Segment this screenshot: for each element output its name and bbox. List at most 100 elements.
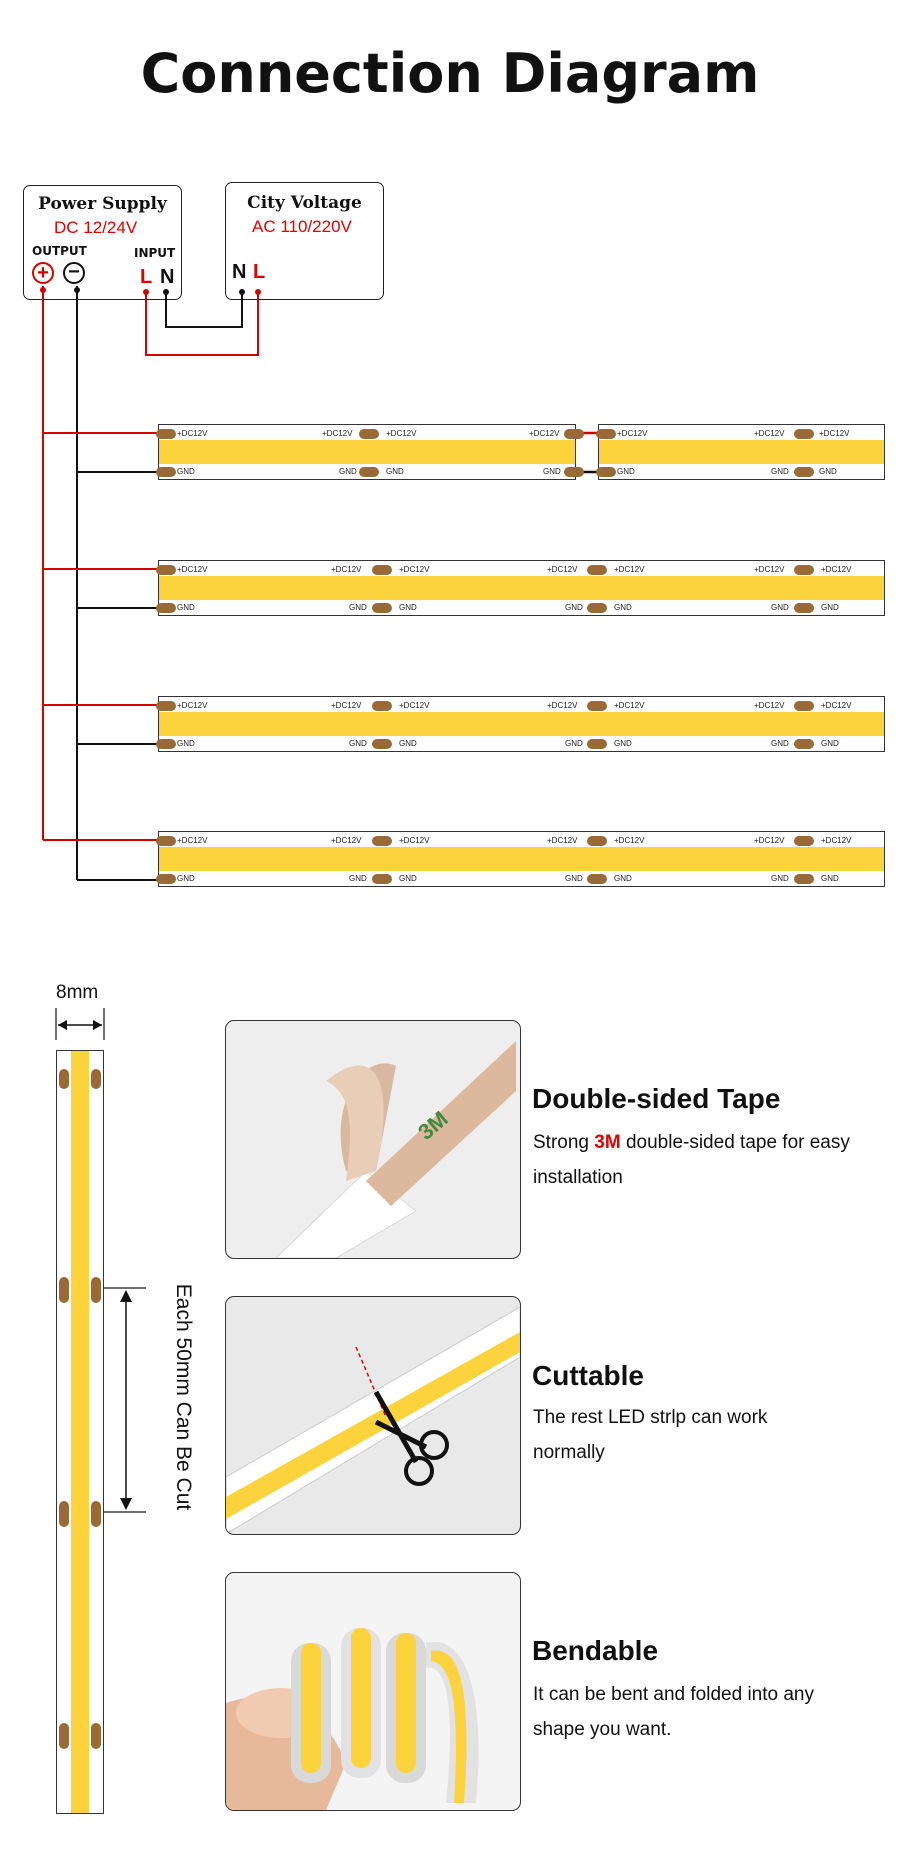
strip-label-ground: GND (349, 603, 367, 612)
solder-pad (372, 565, 392, 575)
strip-label-positive: +DC12V (177, 836, 208, 845)
solder-pad (587, 874, 607, 884)
strip-label-positive: +DC12V (331, 836, 362, 845)
positive-terminal-sign: + (37, 262, 49, 284)
strip-label-ground: GND (399, 874, 417, 883)
terminal-dot (143, 289, 149, 295)
terminal-dot (255, 289, 261, 295)
strip-label-ground: GND (565, 739, 583, 748)
solder-pad (587, 739, 607, 749)
feature-title-bendable: Bendable (532, 1635, 659, 1666)
strip-label-positive: +DC12V (331, 701, 362, 710)
feature-desc-tape-suffix: double-sided tape for easy installation (533, 1132, 850, 1188)
city-n-label: N (232, 261, 247, 283)
solder-pad (587, 603, 607, 613)
city-voltage-value: AC 110/220V (252, 217, 352, 236)
solder-pad (596, 429, 616, 439)
solder-pad (59, 1277, 69, 1303)
strip-label-ground: GND (399, 603, 417, 612)
strip-label-positive: +DC12V (331, 565, 362, 574)
strip-label-ground: GND (177, 467, 195, 476)
solder-pad (156, 565, 176, 575)
feature-desc-tape-highlight: 3M (594, 1132, 621, 1153)
strip-label-ground: GND (614, 603, 632, 612)
solder-pad (156, 603, 176, 613)
led-strip: +DC12V GND +DC12V +DC12V GND GND +DC12V … (156, 696, 885, 752)
solder-pad (156, 874, 176, 884)
led-strip: +DC12V GND +DC12V +DC12V GND GND +DC12V … (156, 831, 885, 887)
solder-pad (372, 603, 392, 613)
solder-pad (156, 429, 176, 439)
negative-terminal-sign: − (68, 261, 80, 283)
strip-label-ground: GND (399, 739, 417, 748)
strip-label-positive: +DC12V (547, 836, 578, 845)
strip-label-positive: +DC12V (547, 701, 578, 710)
solder-pad (91, 1723, 101, 1749)
feature-title-tape: Double-sided Tape (532, 1083, 781, 1114)
solder-pad (587, 836, 607, 846)
strip-label-positive: +DC12V (399, 701, 430, 710)
solder-pad (156, 467, 176, 477)
strip-label-positive: +DC12V (529, 429, 560, 438)
solder-pad (794, 467, 814, 477)
strip-label-positive: +DC12V (177, 701, 208, 710)
strip-label-positive: +DC12V (399, 836, 430, 845)
solder-pad (794, 874, 814, 884)
city-l-label: L (253, 261, 266, 283)
solder-pad (91, 1501, 101, 1527)
city-voltage-title: City Voltage (247, 193, 362, 213)
solder-pad (587, 565, 607, 575)
solder-pad (596, 467, 616, 477)
tape-illustration: 3M (275, 1041, 516, 1258)
terminal-dot (239, 289, 245, 295)
solder-pad (359, 467, 379, 477)
solder-pad (794, 739, 814, 749)
solder-pad (794, 701, 814, 711)
strip-label-positive: +DC12V (754, 565, 785, 574)
bend-illustration (226, 1628, 479, 1810)
strip-label-positive: +DC12V (614, 836, 645, 845)
strip-label-positive: +DC12V (821, 836, 852, 845)
wiring-diagram (40, 286, 605, 881)
solder-pad (91, 1069, 101, 1089)
strip-label-ground: GND (614, 739, 632, 748)
led-strip-segment: +DC12V GND +DC12V +DC12V GND GND +DC12V … (156, 424, 584, 480)
strip-label-ground: GND (177, 739, 195, 748)
solder-pad (372, 739, 392, 749)
strip-label-positive: +DC12V (177, 565, 208, 574)
led-strip: +DC12V GND +DC12V +DC12V GND GND +DC12V … (156, 560, 885, 616)
strip-label-ground: GND (771, 467, 789, 476)
strip-label-positive: +DC12V (614, 565, 645, 574)
power-supply-title: Power Supply (38, 194, 167, 214)
solder-pad (359, 429, 379, 439)
photo-cuttable (225, 1296, 521, 1535)
solder-pad (59, 1501, 69, 1527)
page-title: Connection Diagram (140, 42, 760, 105)
terminal-dot (74, 287, 80, 293)
input-n-label: N (160, 266, 175, 288)
solder-pad (156, 739, 176, 749)
solder-pad (794, 836, 814, 846)
strip-label-ground: GND (177, 603, 195, 612)
strip-label-positive: +DC12V (322, 429, 353, 438)
led-band (159, 847, 884, 871)
strip-label-ground: GND (565, 603, 583, 612)
solder-pad (91, 1277, 101, 1303)
terminal-dot (40, 287, 46, 293)
led-strip-segment: +DC12V GND +DC12V +DC12V GND GND (596, 424, 885, 480)
solder-pad (794, 429, 814, 439)
live-wire (145, 292, 259, 356)
strip-label-positive: +DC12V (821, 701, 852, 710)
input-label: INPUT (134, 246, 176, 260)
led-band (159, 712, 884, 736)
strip-label-ground: GND (771, 874, 789, 883)
led-band (71, 1051, 89, 1813)
strip-label-ground: GND (771, 603, 789, 612)
cut-illustration (226, 1306, 520, 1534)
input-l-label: L (140, 266, 153, 288)
strip-label-ground: GND (177, 874, 195, 883)
photo-bendable (225, 1572, 521, 1811)
vertical-led-strip (56, 1050, 104, 1814)
neutral-wire (165, 292, 243, 328)
width-dimension-label: 8mm (56, 982, 99, 1003)
